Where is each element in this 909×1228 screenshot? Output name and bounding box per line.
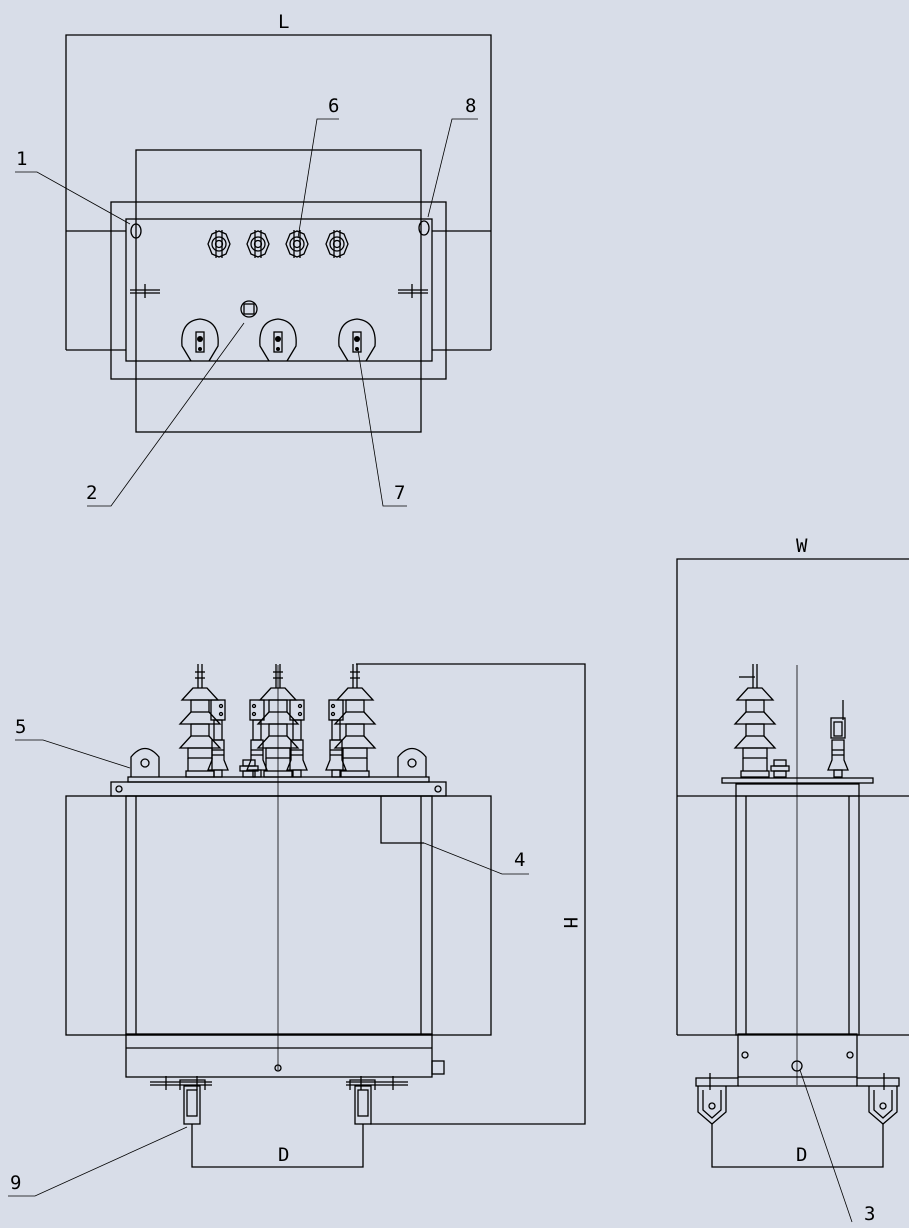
callout-4: 4	[423, 842, 529, 875]
dimension-line-l	[65, 34, 492, 350]
lifting-lug-left	[130, 223, 142, 239]
side-view: W	[676, 535, 909, 1225]
dimension-line-d-side	[711, 1124, 884, 1168]
dimension-label-h: H	[559, 917, 581, 928]
svg-text:4: 4	[514, 849, 525, 871]
dimension-label-w: W	[796, 535, 808, 557]
svg-text:7: 7	[394, 482, 405, 504]
top-view: L	[15, 11, 492, 507]
dimension-label-d-front: D	[278, 1144, 289, 1166]
svg-text:6: 6	[328, 95, 339, 117]
svg-text:2: 2	[86, 482, 97, 504]
callout-8: 8	[427, 95, 478, 218]
callout-2: 2	[86, 322, 245, 507]
front-view: 4 H D 5	[8, 663, 586, 1197]
lv-bushing-side	[827, 700, 849, 778]
callout-3: 3	[799, 1069, 875, 1225]
lifting-lug-front-left	[130, 747, 160, 777]
dimension-line-w	[676, 558, 909, 1035]
tap-changer-front	[239, 759, 259, 778]
svg-text:1: 1	[16, 148, 27, 170]
handle-right	[398, 284, 428, 298]
callout-6: 6	[297, 95, 339, 239]
wheel-front-right	[346, 1076, 408, 1125]
svg-text:5: 5	[15, 716, 26, 738]
tank-cover-front	[110, 781, 447, 797]
dimension-label-l: L	[278, 11, 289, 33]
tank-cover-top	[125, 218, 433, 362]
tap-changer-top	[240, 300, 258, 318]
dimension-line-d-front	[191, 1124, 364, 1168]
callout-1: 1	[15, 148, 131, 225]
wheel-front-left	[150, 1076, 212, 1125]
hv-bushings-front	[178, 664, 377, 778]
lifting-lug-right	[418, 220, 430, 236]
wheel-side-left	[695, 1073, 739, 1125]
svg-text:9: 9	[10, 1172, 21, 1194]
hv-bushings-top	[181, 318, 376, 362]
dimension-line-h	[356, 663, 586, 1125]
radiator-front	[65, 795, 492, 1036]
svg-text:8: 8	[465, 95, 476, 117]
tank-body-side	[735, 783, 860, 1036]
wheel-side-right	[856, 1073, 900, 1125]
handle-left	[130, 284, 160, 298]
callout-5: 5	[15, 716, 131, 769]
lv-bushings-top	[207, 230, 349, 258]
tank-body-front	[125, 795, 433, 1036]
hv-bushing-side	[733, 664, 777, 778]
lv-bushings-front	[207, 699, 347, 778]
svg-text:3: 3	[864, 1203, 875, 1225]
callout-9: 9	[8, 1126, 188, 1197]
callout-7: 7	[357, 349, 407, 507]
dimension-label-d-side: D	[796, 1144, 807, 1166]
tap-changer-side	[770, 759, 790, 778]
lifting-lug-front-right	[397, 747, 427, 777]
